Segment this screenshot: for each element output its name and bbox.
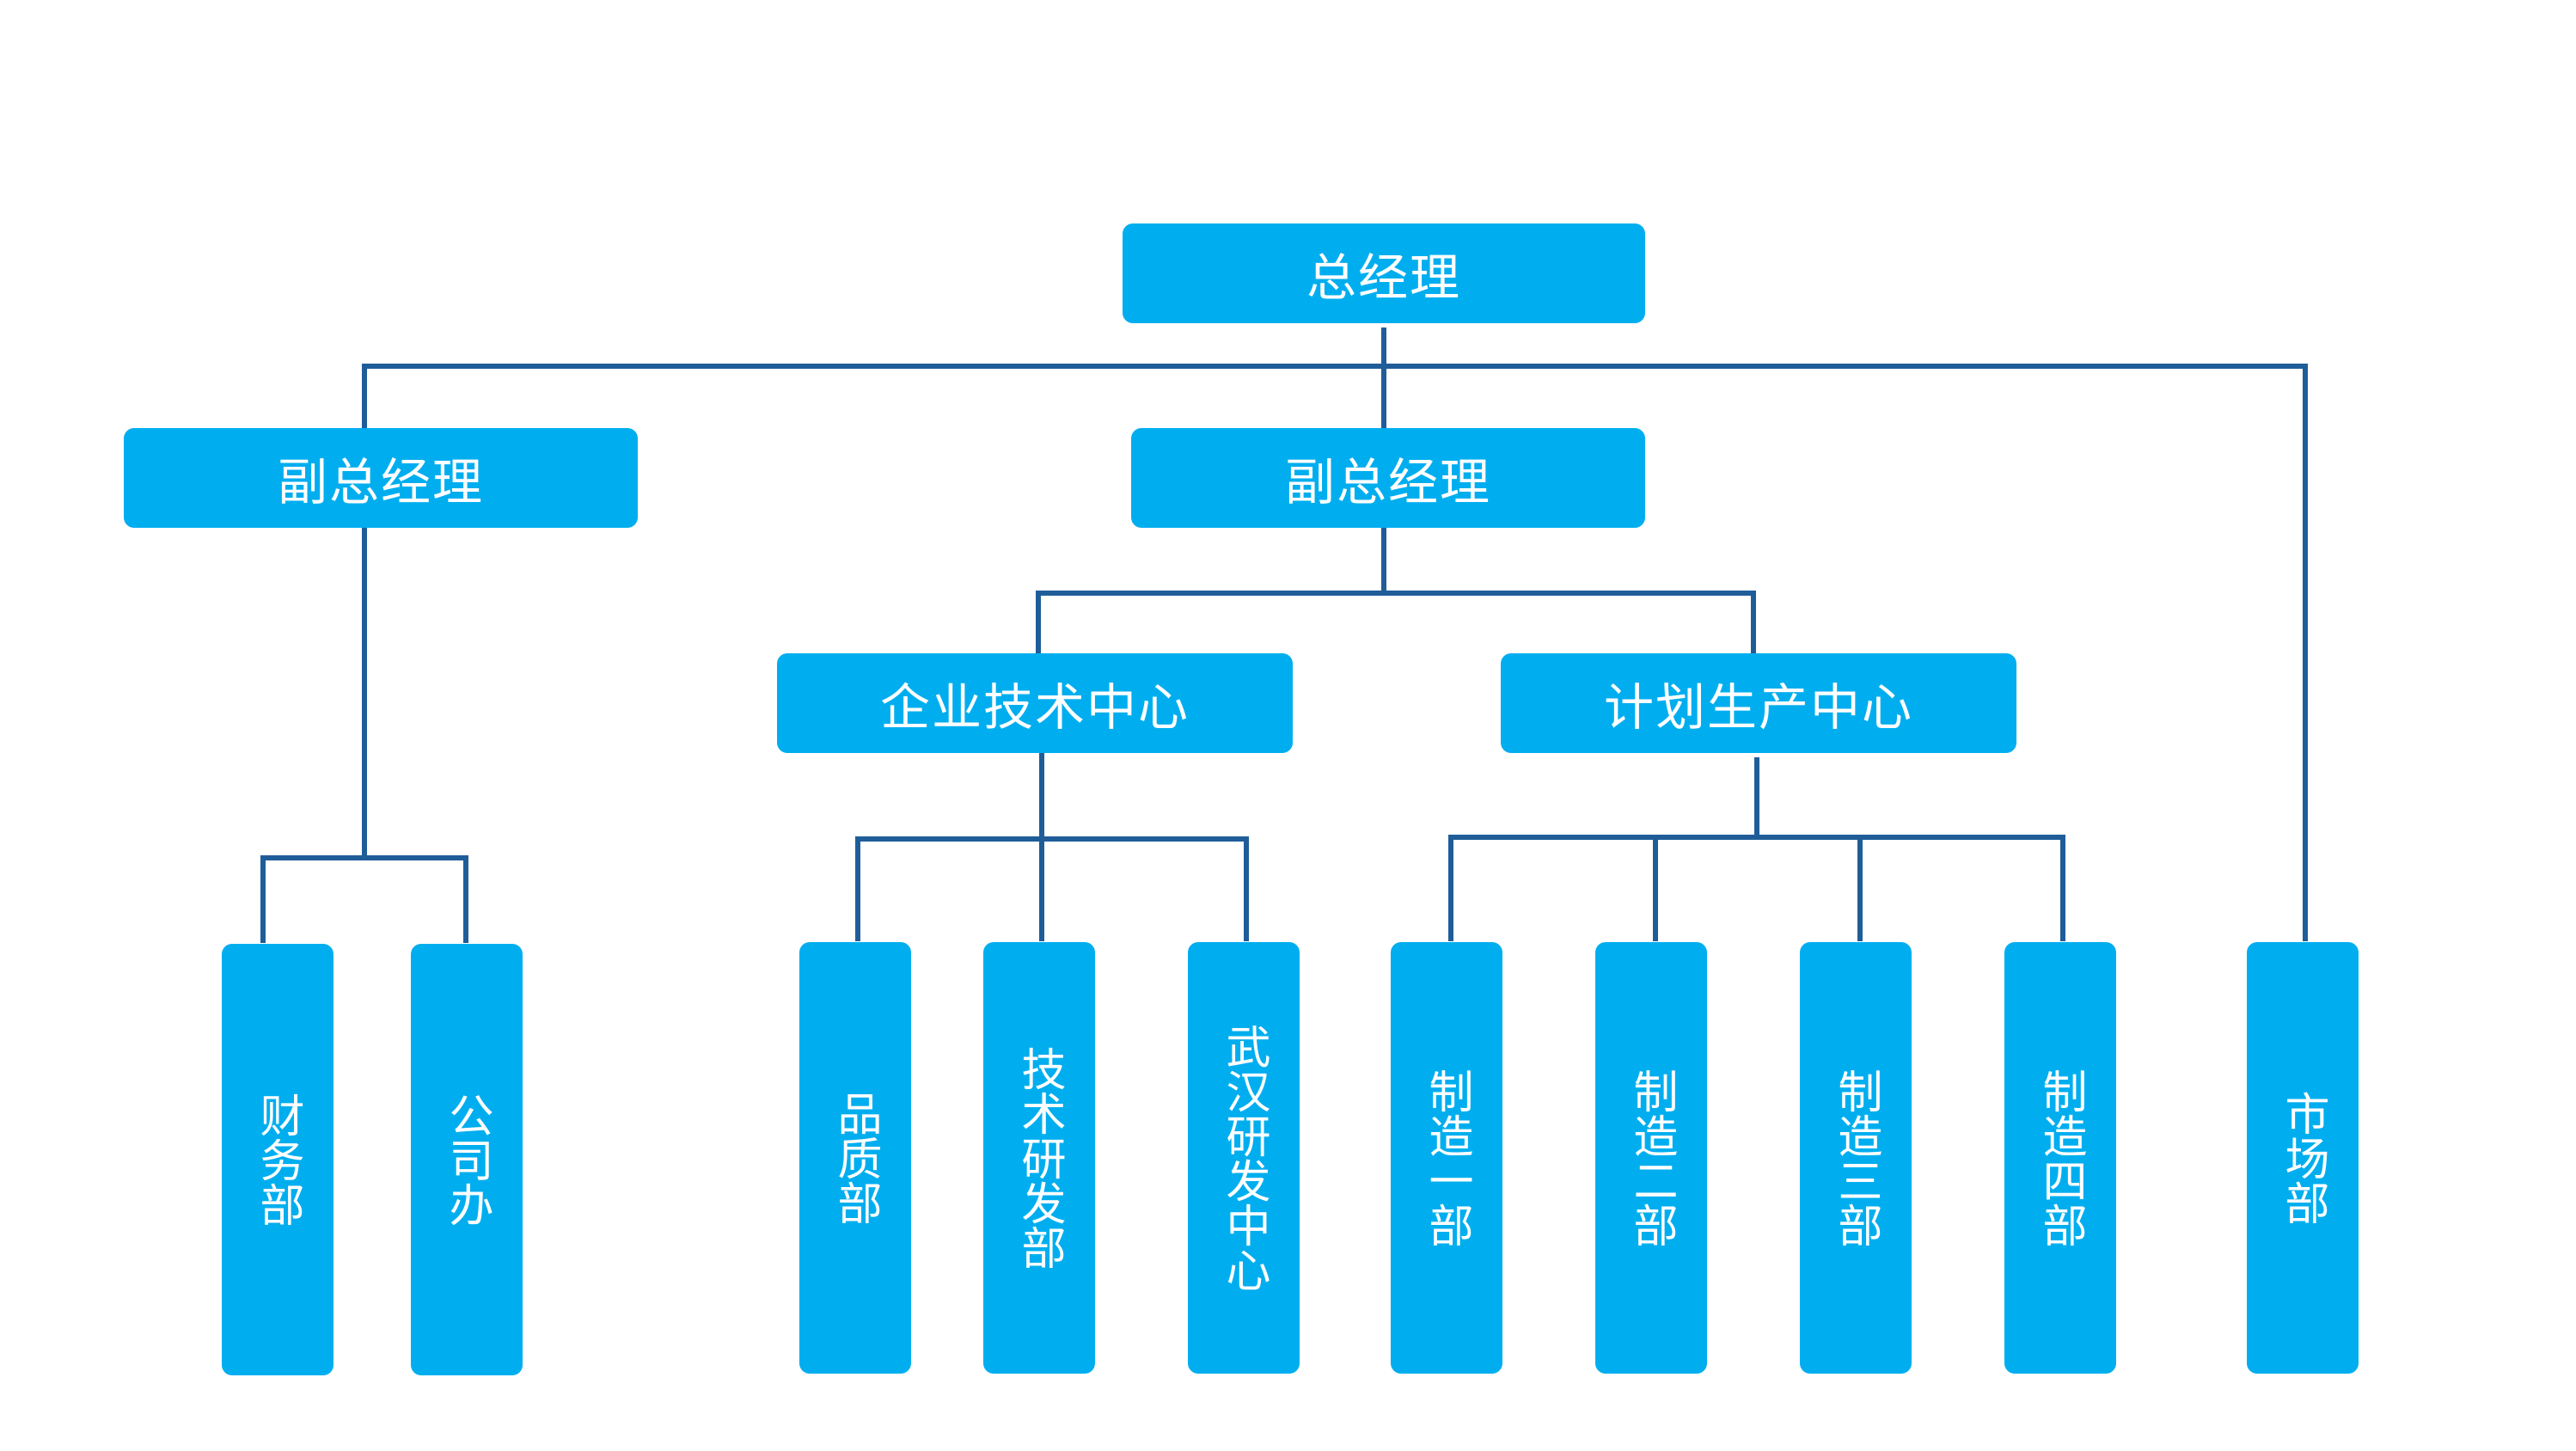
dept-rnd-label: 技术研发部 xyxy=(1013,1046,1065,1270)
production-center-box: 计划生产中心 xyxy=(1501,653,2016,753)
general-manager-box: 总经理 xyxy=(1123,223,1645,323)
dept-finance-label: 财务部 xyxy=(252,1093,303,1227)
dept-quality-label: 品质部 xyxy=(829,1091,881,1225)
dept-mfg4-label: 制造四部 xyxy=(2034,1068,2086,1247)
dept-office-box: 公司办 xyxy=(411,944,523,1375)
deputy-manager-left-box: 副总经理 xyxy=(124,428,638,528)
dept-wuhan-rnd-label: 武汉研发中心 xyxy=(1218,1024,1270,1292)
dept-mfg2-label: 制造二部 xyxy=(1625,1068,1677,1247)
dept-rnd-box: 技术研发部 xyxy=(983,942,1095,1374)
dept-mfg1-label: 制造一部 xyxy=(1421,1068,1472,1247)
dept-mfg2-box: 制造二部 xyxy=(1595,942,1707,1374)
dept-mfg3-label: 制造三部 xyxy=(1830,1068,1882,1247)
deputy-manager-center-label: 副总经理 xyxy=(1284,453,1491,511)
dept-office-label: 公司办 xyxy=(441,1093,493,1227)
dept-mfg3-box: 制造三部 xyxy=(1800,942,1912,1374)
dept-finance-box: 财务部 xyxy=(222,944,333,1375)
tech-center-label: 企业技术中心 xyxy=(879,678,1190,737)
dept-quality-box: 品质部 xyxy=(799,942,911,1374)
dept-marketing-box: 市场部 xyxy=(2247,942,2359,1374)
deputy-manager-center-box: 副总经理 xyxy=(1131,428,1645,528)
dept-wuhan-rnd-box: 武汉研发中心 xyxy=(1188,942,1300,1374)
production-center-label: 计划生产中心 xyxy=(1603,678,1913,737)
dept-mfg1-box: 制造一部 xyxy=(1391,942,1502,1374)
dept-marketing-label: 市场部 xyxy=(2277,1091,2328,1225)
tech-center-box: 企业技术中心 xyxy=(777,653,1293,753)
deputy-manager-left-label: 副总经理 xyxy=(277,453,484,511)
dept-mfg4-box: 制造四部 xyxy=(2004,942,2116,1374)
general-manager-label: 总经理 xyxy=(1306,248,1461,307)
